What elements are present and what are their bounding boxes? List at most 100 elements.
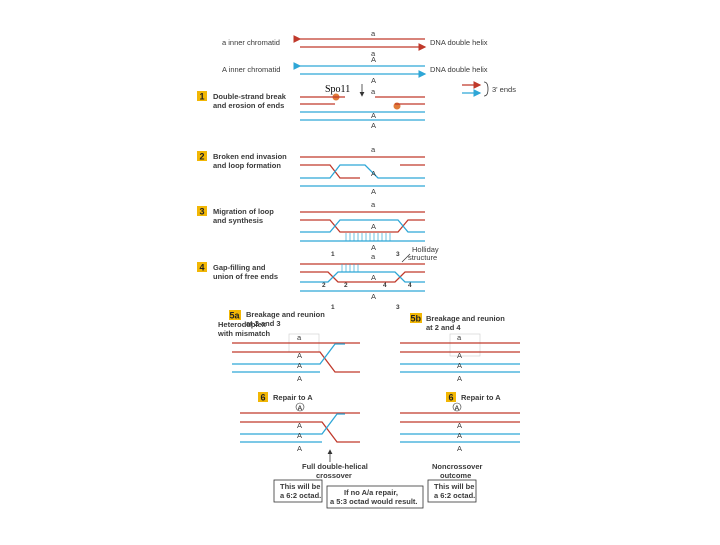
label-holliday-2: structure	[408, 253, 437, 262]
allele-5a-A1: A	[297, 351, 302, 360]
marker-2-right: 2	[344, 282, 348, 289]
step-6-left-number: 6	[261, 393, 266, 403]
allele-a-3: a	[371, 87, 376, 96]
allele-5a-a1: a	[297, 333, 302, 342]
step-4-badge	[197, 262, 207, 272]
allele-6b-A2: A	[457, 431, 462, 440]
step-2-text-2: and loop formation	[213, 161, 281, 170]
octad-box-left-line2: a 6:2 octad.	[280, 491, 321, 500]
allele-6b-A3: A	[457, 444, 462, 453]
repair-circle-right	[452, 402, 462, 412]
allele-6a-A3: A	[297, 444, 302, 453]
label-3-ends: 3' ends	[492, 85, 516, 94]
step-1-text-2: and erosion of ends	[213, 101, 284, 110]
allele-A-2: A	[371, 76, 376, 85]
legend-brace	[483, 81, 489, 97]
allele-A-7: A	[371, 222, 376, 231]
octad-box-right	[427, 479, 477, 503]
octad-box-left	[273, 479, 323, 503]
allele-a-2: a	[371, 49, 376, 58]
octad-box-center-line2: a 5:3 octad would result.	[330, 497, 418, 506]
allele-a-1: a	[371, 29, 376, 38]
step-1-badge	[197, 91, 207, 101]
marker-4-right: 4	[408, 282, 412, 289]
step-5b-number: 5b	[411, 314, 422, 324]
allele-A-8: A	[371, 243, 376, 252]
step-2-number: 2	[200, 152, 205, 162]
allele-a-6: a	[371, 252, 376, 261]
step-6-right-badge	[446, 392, 456, 402]
marker-4-left: 4	[383, 282, 387, 289]
step-3-text-1: Migration of loop	[213, 207, 274, 216]
step-4-number: 4	[200, 263, 205, 273]
step-5b-text-1: Breakage and reunion	[426, 314, 505, 323]
allele-5b-a1: a	[457, 333, 462, 342]
step-1-number: 1	[200, 92, 205, 102]
allele-A-9: A	[371, 273, 376, 282]
label-noncrossover-2: outcome	[440, 471, 471, 480]
allele-a-4: a	[371, 145, 376, 154]
label-heteroduplex-2: with mismatch	[217, 329, 271, 338]
step-5b-text-2: at 2 and 4	[426, 323, 461, 332]
allele-A-5: A	[371, 169, 376, 178]
step-5a-text-2: at 2 and 3	[246, 319, 281, 328]
s5a-red-cross	[232, 351, 360, 373]
step-5a-number: 5a	[230, 311, 241, 321]
allele-a-5: a	[371, 200, 376, 209]
marker-2-left: 2	[322, 282, 326, 289]
marker-3: 3	[396, 251, 400, 258]
step-6-left-text: Repair to A	[273, 393, 313, 402]
marker-3-bottom: 3	[396, 304, 400, 311]
s3-red-invade	[300, 219, 425, 233]
step-6-left-badge	[258, 392, 268, 402]
s4-blue-joined	[300, 271, 425, 283]
label-a-inner-chromatid: a inner chromatid	[222, 38, 280, 47]
allele-6a-A1: A	[297, 421, 302, 430]
step-5a-badge	[229, 310, 241, 320]
repair-circle-left-label: A	[298, 405, 303, 412]
allele-6a-A2: A	[297, 431, 302, 440]
octad-box-left-line1: This will be	[280, 482, 320, 491]
s4-red-joined	[300, 271, 425, 283]
allele-6b-A1: A	[457, 421, 462, 430]
allele-A-6: A	[371, 187, 376, 196]
step-4-text-2: union of free ends	[213, 272, 278, 281]
s4-synthesis-ticks	[341, 264, 359, 272]
repair-circle-right-label: A	[455, 405, 460, 412]
s5a-blue-cross	[232, 343, 345, 365]
s2-red-invade-left	[300, 164, 360, 179]
octad-box-center	[326, 485, 424, 509]
allele-5a-A3: A	[297, 374, 302, 383]
label-dna-helix-2: DNA double helix	[430, 65, 488, 74]
allele-5b-A2: A	[457, 361, 462, 370]
step-2-text-1: Broken end invasion	[213, 152, 287, 161]
label-holliday-1: Holliday	[412, 245, 439, 254]
s3-synthesis-ticks	[345, 233, 391, 241]
s6a-blue-cross	[240, 413, 345, 435]
step-5b-badge	[410, 313, 422, 323]
s3-blue-loop	[300, 219, 425, 233]
label-A-inner-chromatid: A inner chromatid	[222, 65, 280, 74]
step-3-text-2: and synthesis	[213, 216, 263, 225]
allele-A-1: A	[371, 55, 376, 64]
spo11-label: Spo11	[325, 84, 350, 95]
allele-5b-A1: A	[457, 351, 462, 360]
label-noncrossover-1: Noncrossover	[432, 462, 483, 471]
step-5a-text-1: Breakage and reunion	[246, 310, 325, 319]
octad-box-right-line2: a 6:2 octad.	[434, 491, 475, 500]
marker-1: 1	[331, 251, 335, 258]
step-1-text-1: Double-strand break	[213, 92, 287, 101]
s2-blue-loop	[300, 164, 425, 179]
step-2-badge	[197, 151, 207, 161]
allele-A-10: A	[371, 292, 376, 301]
allele-A-3: A	[371, 111, 376, 120]
mismatch-box-right	[449, 333, 481, 357]
step-6-right-number: 6	[449, 393, 454, 403]
s6a-red-cross	[240, 421, 360, 443]
marker-1-bottom: 1	[331, 304, 335, 311]
label-full-crossover-1: Full double-helical	[302, 462, 368, 471]
step-6-right-text: Repair to A	[461, 393, 501, 402]
label-dna-helix-1: DNA double helix	[430, 38, 488, 47]
step-3-badge	[197, 206, 207, 216]
